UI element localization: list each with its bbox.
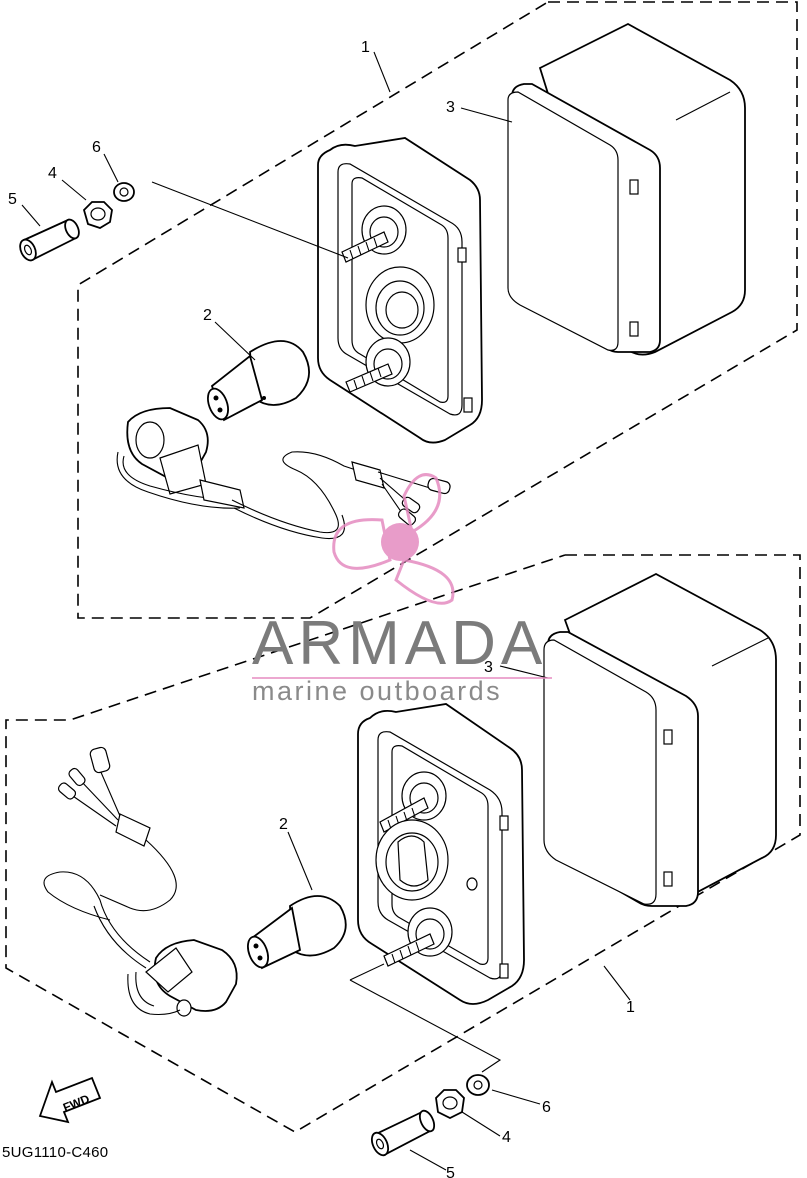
watermark: ARMADA marine outboards xyxy=(252,473,552,706)
callout-2-top: 2 xyxy=(203,307,212,324)
bottom-bulb xyxy=(247,895,347,970)
watermark-brand: ARMADA xyxy=(252,609,547,678)
top-hardware xyxy=(19,181,349,262)
top-lens xyxy=(507,22,746,356)
bottom-housing xyxy=(357,703,525,1005)
callout-3-top: 3 xyxy=(446,99,455,116)
propeller-logo-icon xyxy=(332,473,455,605)
callout-4-bottom: 4 xyxy=(502,1129,511,1146)
callout-6-top: 6 xyxy=(92,139,101,156)
top-assembly: 1 3 2 6 4 5 xyxy=(8,1,798,619)
fwd-arrow-shape xyxy=(38,1076,102,1124)
diagram-code: 5UG1110-C460 xyxy=(2,1144,108,1161)
top-bulb xyxy=(207,340,310,422)
top-housing xyxy=(317,137,483,444)
top-spacer xyxy=(19,218,80,262)
watermark-tagline: marine outboards xyxy=(252,676,502,706)
callout-1-top: 1 xyxy=(361,39,370,56)
callout-5-bottom: 5 xyxy=(446,1165,455,1178)
callout-2-bottom: 2 xyxy=(279,816,288,833)
bottom-assembly: 3 2 1 6 4 5 xyxy=(5,554,801,1178)
bottom-assembly-boundary xyxy=(5,554,801,1133)
callout-6-bottom: 6 xyxy=(542,1099,551,1116)
fwd-arrow: FWD xyxy=(38,1076,102,1124)
callout-3-bottom: 3 xyxy=(484,659,493,676)
callout-5-top: 5 xyxy=(8,191,17,208)
bottom-lens xyxy=(543,572,777,907)
top-assembly-boundary xyxy=(77,1,798,619)
callout-4-top: 4 xyxy=(48,165,57,182)
bottom-hardware xyxy=(349,963,502,1157)
top-socket-harness xyxy=(116,407,451,540)
callout-1-bottom: 1 xyxy=(626,999,635,1016)
bottom-socket-harness xyxy=(43,746,238,1017)
bottom-spacer xyxy=(370,1109,436,1157)
